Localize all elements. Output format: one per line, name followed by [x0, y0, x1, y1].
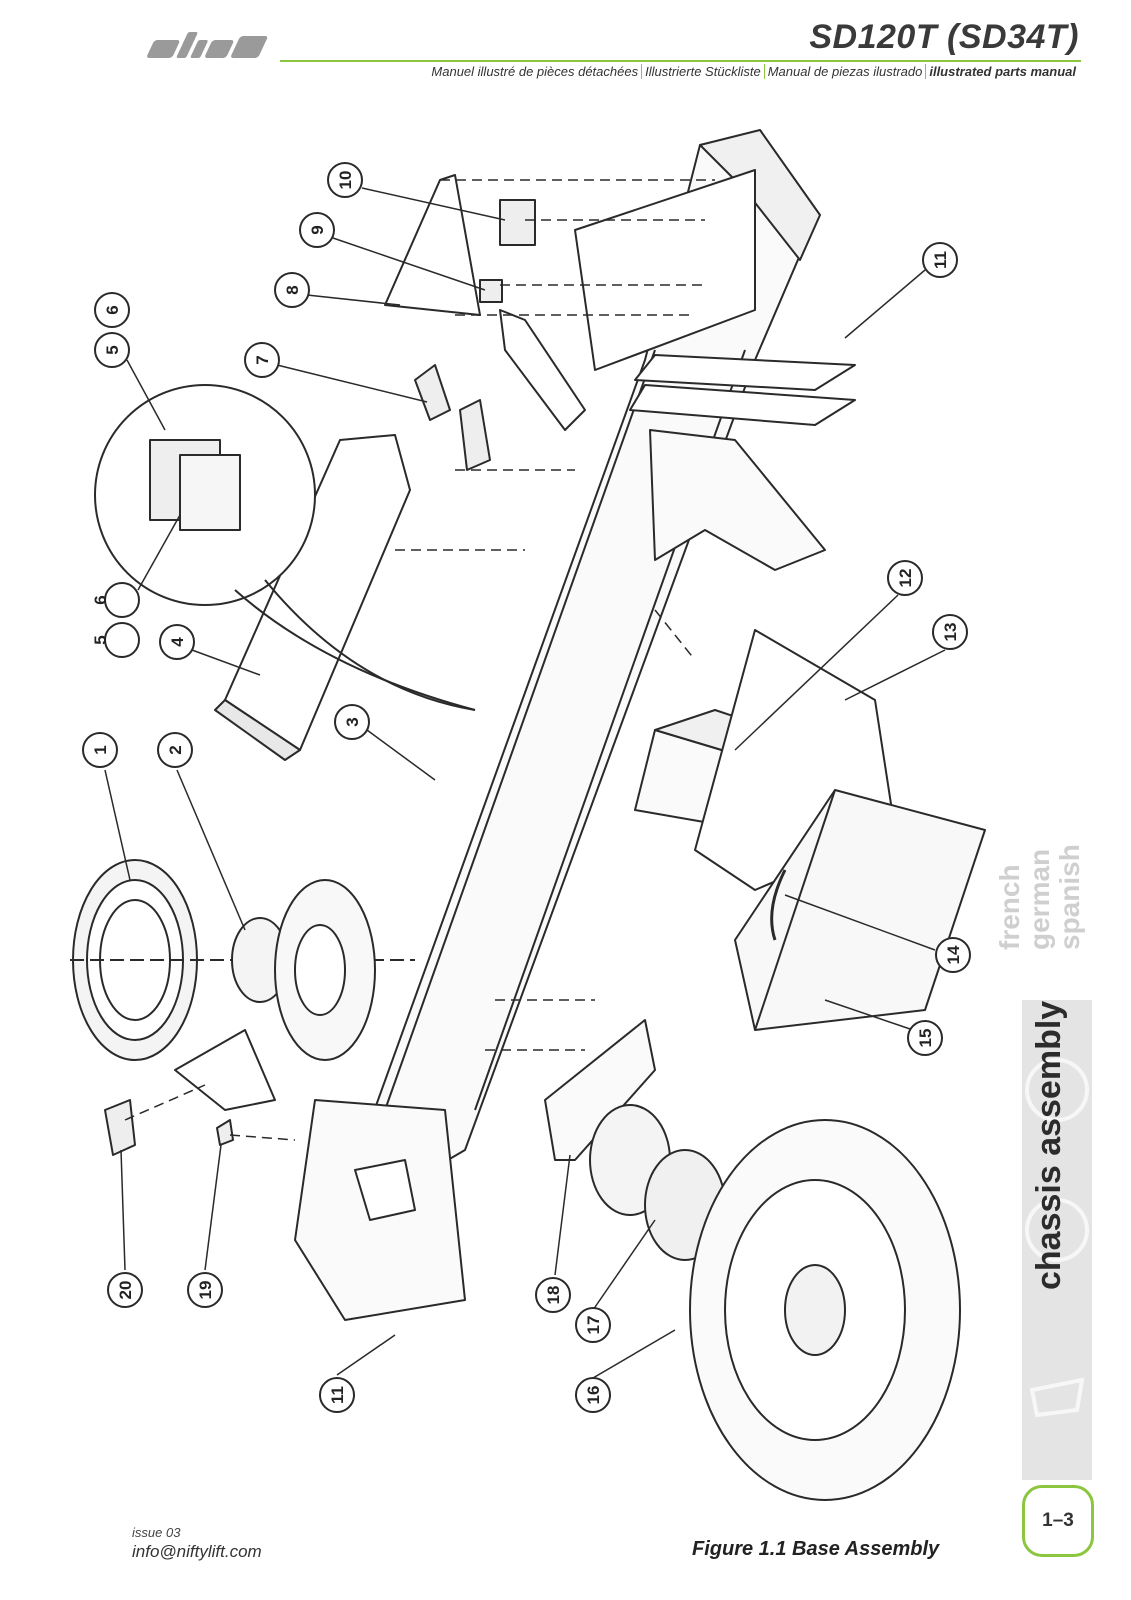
callout-11-top: 11 — [931, 251, 950, 269]
lang-spanish: spanish — [1054, 844, 1085, 950]
sidebar-section-bar — [1022, 1000, 1092, 1480]
callout-5-top: 5 — [103, 345, 122, 354]
callout-12: 12 — [896, 569, 915, 588]
lang-german: german — [1024, 848, 1055, 950]
footer-email: info@niftylift.com — [132, 1542, 262, 1561]
callout-10: 10 — [336, 171, 355, 190]
callout-17: 17 — [584, 1316, 603, 1335]
callout-16: 16 — [584, 1386, 603, 1405]
callout-20: 20 — [116, 1281, 135, 1300]
callout-9: 9 — [308, 225, 327, 234]
subtitle-english: illustrated parts manual — [925, 64, 1079, 79]
callout-8: 8 — [283, 285, 302, 294]
lang-french: french — [994, 864, 1025, 950]
callout-6-bottom: 6 — [91, 595, 110, 604]
subtitle-spanish: Manual de piezas ilustrado — [763, 64, 926, 79]
sidebar-watermark-icon — [1025, 1198, 1089, 1262]
callout-5-bottom: 5 — [91, 635, 110, 644]
subtitle-german: Illustrierte Stückliste — [641, 64, 764, 79]
sidebar-watermark-icon — [1029, 1377, 1085, 1418]
section-title: chassis assembly — [1030, 1000, 1068, 1290]
callout-19: 19 — [196, 1281, 215, 1300]
callout-11-bottom: 11 — [328, 1386, 347, 1404]
page-title: SD120T (SD34T) — [809, 18, 1079, 56]
sidebar-languages: french german spanish — [994, 844, 1085, 950]
base-assembly-diagram: 10 9 8 5 6 7 11 5 6 4 1 2 3 12 13 14 15 … — [70, 129, 986, 1501]
header-rule — [280, 60, 1081, 62]
callout-13: 13 — [941, 623, 960, 642]
callout-18: 18 — [544, 1286, 563, 1305]
sidebar-watermark-icon — [1025, 1058, 1089, 1122]
page-number: 1–3 — [1022, 1485, 1094, 1557]
callout-3: 3 — [343, 717, 362, 726]
callout-4: 4 — [168, 637, 187, 647]
callout-6-top: 6 — [103, 305, 122, 314]
brand-logo — [140, 28, 280, 62]
callout-7: 7 — [253, 355, 272, 364]
callout-15: 15 — [916, 1029, 935, 1048]
footer-issue: issue 03 — [132, 1525, 181, 1540]
callout-14: 14 — [944, 945, 963, 964]
subtitle-french: Manuel illustré de pièces détachées — [431, 64, 639, 79]
callout-1: 1 — [91, 745, 110, 754]
callout-2: 2 — [166, 745, 185, 754]
figure-caption: Figure 1.1 Base Assembly — [692, 1538, 940, 1560]
